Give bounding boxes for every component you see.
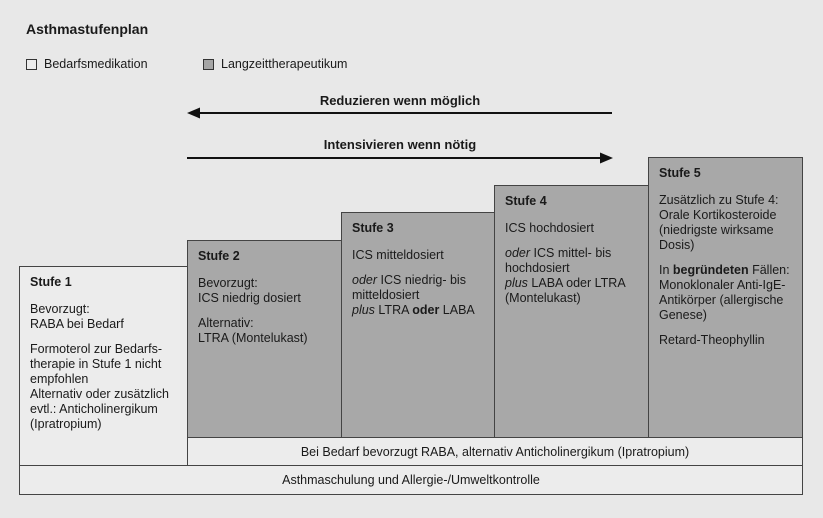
step-2-heading: Stufe 2 — [198, 249, 240, 263]
step-5-special: In begründeten Fällen: Monoklonaler Anti… — [659, 263, 792, 323]
legend-label-bedarf: Bedarfsmedikation — [44, 57, 148, 71]
step-5-box: Stufe 5 Zusätzlich zu Stufe 4: Orale Kor… — [648, 157, 803, 438]
step-3-oder: oder — [352, 273, 378, 287]
legend-swatch-light — [26, 58, 37, 70]
step-4-heading: Stufe 4 — [505, 194, 547, 208]
step-5-primary: Zusätzlich zu Stufe 4: Orale Kortikoster… — [659, 193, 779, 252]
step-2-box: Stufe 2 Bevorzugt: ICS niedrig dosiert A… — [187, 240, 342, 438]
step-5-theophyllin: Retard-Theophyllin — [659, 333, 765, 347]
step-5-begruendeten: begründeten — [672, 263, 749, 277]
step-4-alt-end: LABA oder LTRA (Montelukast) — [505, 276, 626, 305]
step-3-primary: ICS mitteldosiert — [352, 248, 444, 262]
step-3-alt-text: ICS niedrig- bis mitteldosiert — [352, 273, 466, 302]
step-3-heading: Stufe 3 — [352, 221, 394, 235]
legend-item-langzeit: Langzeittherapeutikum — [203, 57, 347, 71]
step-4-plus: plus — [505, 276, 528, 290]
raba-bar: Bei Bedarf bevorzugt RABA, alternativ An… — [187, 437, 803, 466]
step-1-preferred: Bevorzugt: RABA bei Bedarf — [30, 302, 124, 331]
step-3-plus: plus — [352, 303, 375, 317]
legend-item-bedarf: Bedarfsmedikation — [26, 57, 148, 71]
legend-swatch-dark — [203, 58, 214, 70]
step-2-preferred: Bevorzugt: ICS niedrig dosiert — [198, 276, 301, 305]
step-4-alt-text: ICS mittel- bis hochdosiert — [505, 246, 612, 275]
step-3-alternative: oder ICS niedrig- bis mitteldosiert plus… — [352, 273, 484, 318]
step-3-laba: LABA — [439, 303, 475, 317]
step-2-alternative: Alternativ: LTRA (Montelukast) — [198, 316, 308, 345]
schulung-bar: Asthmaschulung und Allergie-/Umweltkontr… — [19, 465, 803, 495]
step-4-oder: oder — [505, 246, 531, 260]
step-4-primary: ICS hochdosiert — [505, 221, 594, 235]
diagram-title: Asthmastufenplan — [26, 21, 149, 37]
step-1-heading: Stufe 1 — [30, 275, 72, 289]
intensify-arrow — [187, 152, 613, 164]
intensify-arrow-label: Intensivieren wenn nötig — [323, 137, 477, 152]
step-5-post: Fällen: Monoklonaler Anti-IgE- Antikörpe… — [659, 263, 790, 322]
step-4-alternative: oder ICS mittel- bis hochdosiert plus LA… — [505, 246, 638, 306]
step-1-box: Stufe 1 Bevorzugt: RABA bei Bedarf Formo… — [19, 266, 188, 466]
legend-label-langzeit: Langzeittherapeutikum — [221, 57, 348, 71]
step-3-oder-bold: oder — [412, 303, 440, 317]
step-5-pre: In — [659, 263, 673, 277]
step-3-ltra: LTRA — [374, 303, 413, 317]
step-4-box: Stufe 4 ICS hochdosiert oder ICS mittel-… — [494, 185, 649, 438]
step-5-heading: Stufe 5 — [659, 166, 701, 180]
step-3-box: Stufe 3 ICS mitteldosiert oder ICS niedr… — [341, 212, 495, 438]
reduce-arrow — [187, 107, 612, 119]
reduce-arrow-label: Reduzieren wenn möglich — [319, 93, 481, 108]
step-1-notes: Formoterol zur Bedarfs- therapie in Stuf… — [30, 342, 169, 431]
